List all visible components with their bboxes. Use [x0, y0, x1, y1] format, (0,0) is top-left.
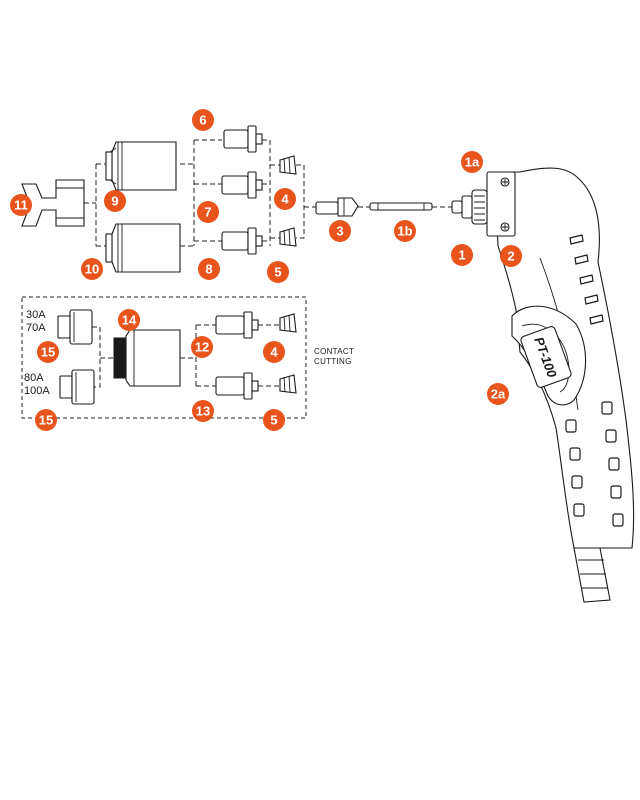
part-9-retaining-cup — [105, 141, 177, 191]
part-13-nozzle — [215, 372, 259, 400]
callout-6: 6 — [192, 109, 214, 131]
svg-text:13: 13 — [196, 404, 210, 419]
callout-12: 12 — [191, 336, 213, 358]
part-12-nozzle — [215, 311, 259, 339]
svg-text:2a: 2a — [491, 387, 506, 402]
part-6-nozzle — [223, 125, 263, 153]
part-11-standoff-guide — [21, 179, 85, 227]
contact-cutting-box — [21, 296, 307, 419]
part-4-tip — [279, 155, 297, 175]
callout-8: 8 — [198, 258, 220, 280]
callout-1a: 1a — [461, 151, 483, 173]
svg-text:11: 11 — [14, 198, 28, 213]
upper-connectors — [84, 139, 452, 247]
contact-cutting-note-line2: CUTTING — [314, 357, 352, 366]
callout-11: 11 — [10, 194, 32, 216]
svg-text:14: 14 — [122, 313, 137, 328]
callout-1: 1 — [451, 244, 473, 266]
callout-10: 10 — [81, 258, 103, 280]
part-15-deflector-top — [57, 309, 93, 345]
part-8-nozzle — [221, 227, 263, 255]
part-14-retaining-cup — [113, 329, 181, 387]
amp-label-70a: 70A — [26, 322, 46, 334]
svg-text:9: 9 — [111, 194, 118, 209]
callout-4-upper: 4 — [274, 188, 296, 210]
part-5-tip — [279, 227, 297, 247]
svg-text:3: 3 — [336, 224, 343, 239]
svg-text:15: 15 — [39, 413, 53, 428]
svg-text:4: 4 — [281, 192, 289, 207]
svg-text:5: 5 — [274, 265, 281, 280]
callout-15-upper: 15 — [37, 341, 59, 363]
amp-label-80a: 80A — [24, 372, 44, 384]
svg-text:2: 2 — [507, 249, 514, 264]
svg-text:1a: 1a — [465, 155, 480, 170]
part-10-retaining-cup — [105, 223, 181, 273]
callout-9: 9 — [104, 190, 126, 212]
svg-text:1b: 1b — [397, 224, 412, 239]
svg-text:12: 12 — [195, 340, 209, 355]
part-4-tip-contact — [279, 313, 297, 333]
callout-1b: 1b — [394, 220, 416, 242]
svg-text:10: 10 — [85, 262, 99, 277]
part-15-deflector-bottom — [59, 369, 95, 405]
callout-4-contact: 4 — [263, 341, 285, 363]
svg-text:8: 8 — [205, 262, 212, 277]
callout-2: 2 — [500, 245, 522, 267]
amp-label-30a: 30A — [26, 309, 46, 321]
callout-5-contact: 5 — [263, 409, 285, 431]
svg-text:6: 6 — [199, 113, 206, 128]
callout-3: 3 — [329, 220, 351, 242]
amp-label-100a: 100A — [24, 385, 50, 397]
callout-7: 7 — [197, 201, 219, 223]
callout-15-lower: 15 — [35, 409, 57, 431]
part-5-tip-contact — [279, 374, 297, 394]
svg-text:15: 15 — [41, 345, 55, 360]
svg-text:1: 1 — [458, 248, 465, 263]
part-7-nozzle — [221, 171, 263, 199]
callout-13: 13 — [192, 400, 214, 422]
torch-handle: PT-100 — [451, 167, 635, 603]
svg-text:5: 5 — [270, 413, 277, 428]
callout-2a: 2a — [487, 383, 509, 405]
svg-text:4: 4 — [270, 345, 278, 360]
svg-text:7: 7 — [204, 205, 211, 220]
contact-cutting-note-line1: CONTACT — [314, 347, 354, 356]
part-1b-electrode — [369, 202, 433, 211]
callout-5-upper: 5 — [267, 261, 289, 283]
callout-14: 14 — [118, 309, 140, 331]
lower-connectors — [92, 324, 280, 388]
part-3-diffuser — [315, 197, 359, 217]
